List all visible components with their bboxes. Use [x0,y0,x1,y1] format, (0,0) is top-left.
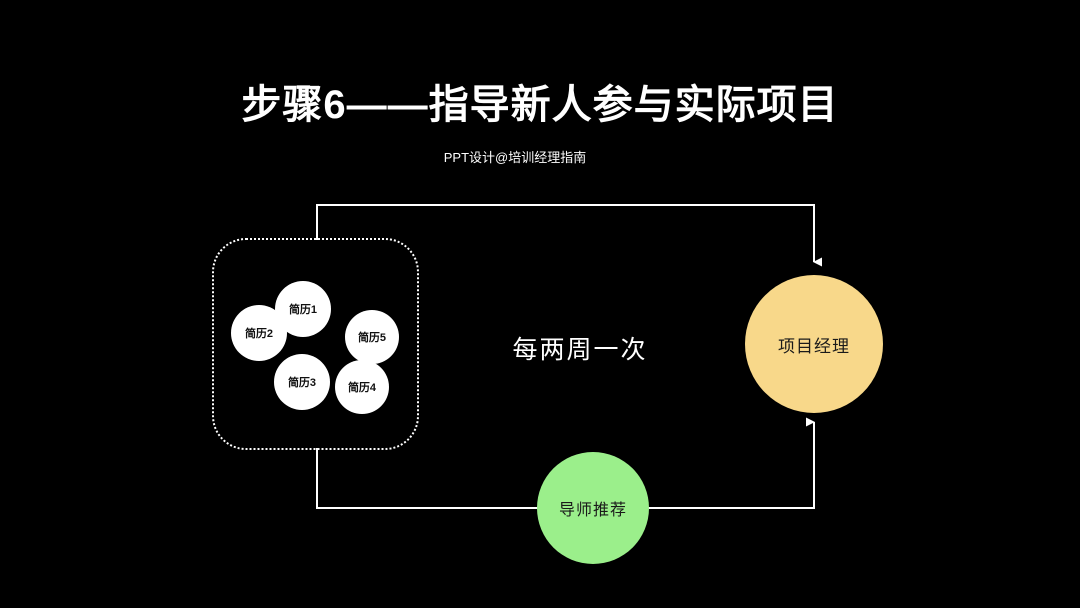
resume-bubble-5[interactable]: 简历5 [345,310,399,364]
slide-header: 步骤6——指导新人参与实际项目 PPT设计@培训经理指南 [0,0,1080,180]
resume-bubble-2[interactable]: 简历2 [231,305,287,361]
resume-bubble-label: 简历1 [288,304,318,316]
resume-bubble-3[interactable]: 简历3 [274,354,330,410]
connector-pool-to-manager [316,204,822,267]
page-title: 步骤6——指导新人参与实际项目 [241,83,839,127]
project-manager-label: 项目经理 [778,336,850,356]
cadence-label: 每两周一次 [512,336,648,364]
mentor-recommendation-label: 导师推荐 [558,502,627,519]
resume-bubble-label: 简历2 [244,328,274,340]
resume-bubble-label: 简历5 [357,332,387,344]
resume-bubble-label: 简历3 [287,377,317,389]
candidate-pool-box [212,238,419,450]
resume-bubble-label: 简历4 [347,382,377,394]
mentor-recommendation-node[interactable]: 导师推荐 [537,452,649,564]
project-manager-node[interactable]: 项目经理 [745,275,883,413]
resume-bubble-4[interactable]: 简历4 [335,360,389,414]
page-subtitle: PPT设计@培训经理指南 [443,150,587,165]
